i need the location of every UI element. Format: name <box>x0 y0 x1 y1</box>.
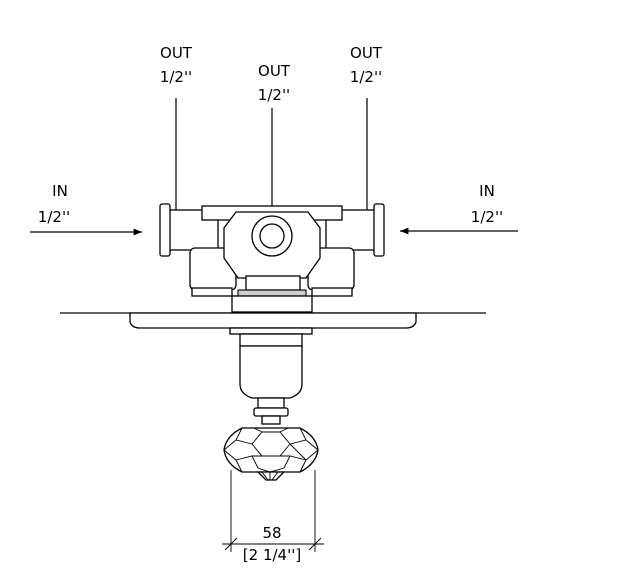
left-inlet-flange <box>159 203 171 257</box>
out-left-label: OUT <box>160 44 193 62</box>
stem-neck <box>257 397 285 409</box>
right-base-foot <box>311 287 353 297</box>
in-left-label: IN <box>52 182 68 200</box>
out-right-size-label: 1/2'' <box>350 68 382 86</box>
handle-stem <box>239 333 303 425</box>
dimension-metric-label: 58 <box>262 524 281 542</box>
out-center-size-label: 1/2'' <box>258 86 290 104</box>
dimension-imperial-label: [2 1/4''] <box>243 546 301 564</box>
body-base <box>245 275 301 291</box>
knob-outline <box>223 427 319 473</box>
dimension-tick-left <box>224 537 238 551</box>
valve-body <box>159 203 385 313</box>
in-left-size-label: 1/2'' <box>38 208 70 226</box>
center-outlet-inner <box>259 223 285 249</box>
in-right-size-label: 1/2'' <box>471 208 503 226</box>
escutcheon-collar <box>229 327 313 335</box>
stem-upper <box>239 333 303 347</box>
knob-tip <box>256 471 286 481</box>
dimension-tick-right <box>308 537 322 551</box>
stem-body <box>239 345 303 399</box>
escutcheon-plate <box>129 312 417 329</box>
mounting-plate <box>231 295 313 313</box>
in-right-label: IN <box>479 182 495 200</box>
right-inlet-flange <box>373 203 385 257</box>
knob-width-dimension: 58 [2 1/4''] <box>222 470 324 564</box>
out-right-label: OUT <box>350 44 383 62</box>
stem-lower <box>261 415 281 425</box>
crystal-knob <box>223 427 319 481</box>
out-center-label: OUT <box>258 62 291 80</box>
mounting-ring <box>237 289 307 297</box>
knob-tip-facets <box>261 471 279 481</box>
out-left-size-label: 1/2'' <box>160 68 192 86</box>
stem-ring <box>253 407 289 417</box>
left-base-foot <box>191 287 233 297</box>
